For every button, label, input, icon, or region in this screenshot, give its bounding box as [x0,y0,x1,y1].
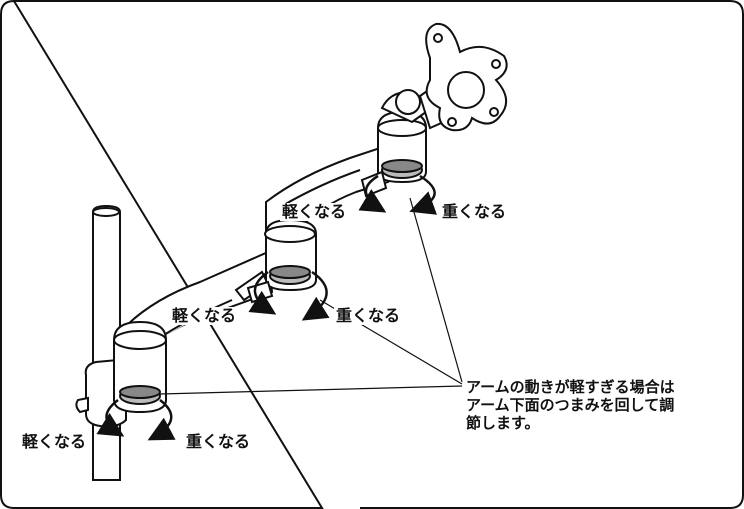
rotation-arrows [96,174,438,441]
label-heavy-middle: 重くなる [334,306,403,325]
arrow-heavy-top [409,174,438,215]
arrow-light-bottom [96,399,125,437]
note-line-1: アームの動きが軽すぎる場合は [466,378,675,396]
note-line-3: 節します。 [466,414,540,432]
adjustment-note: アームの動きが軽すぎる場合は アーム下面のつまみを回して調 節します。 [466,378,675,432]
vesa-plate [425,22,508,132]
label-heavy-top: 重くなる [440,202,509,221]
note-line-2: アーム下面のつまみを回して調 [466,396,675,414]
upper-joint [360,110,427,198]
label-light-bottom: 軽くなる [20,432,89,451]
label-light-top: 軽くなる [280,202,349,221]
arrow-light-middle [248,270,277,315]
arrow-heavy-middle [301,270,330,321]
arrow-light-top [358,174,387,213]
lower-joint [113,320,167,414]
label-light-middle: 軽くなる [170,306,239,325]
label-heavy-bottom: 重くなる [184,432,253,451]
arrow-heavy-bottom [147,399,176,441]
